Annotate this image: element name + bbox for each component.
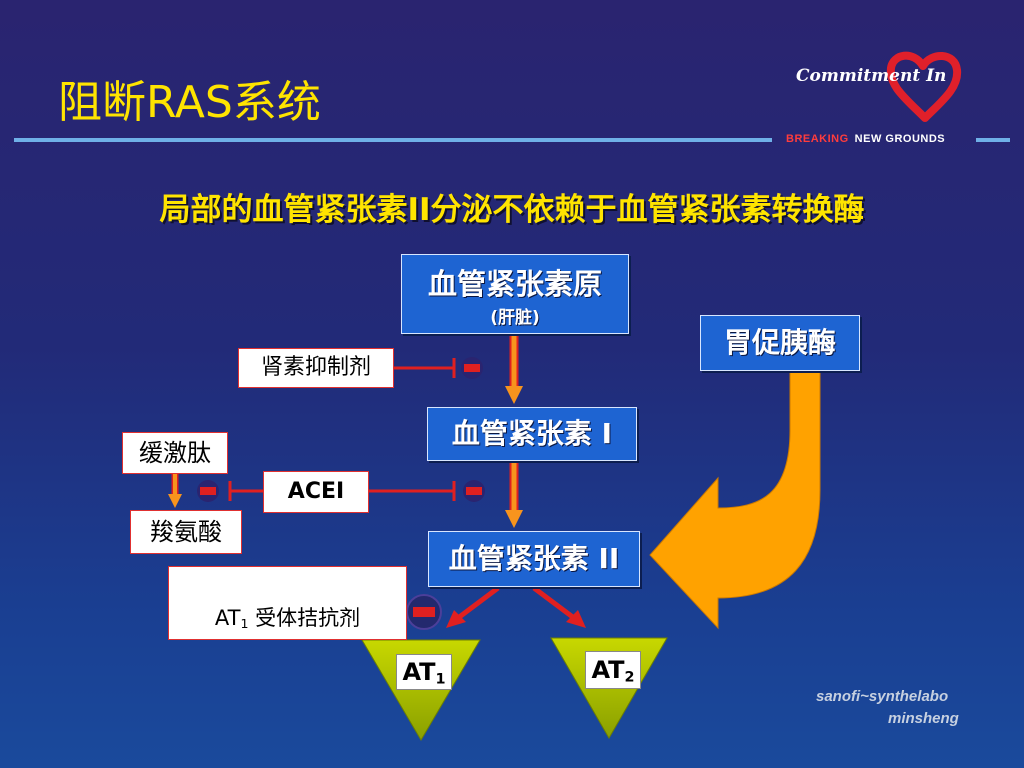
angiotensinogen-source: (肝脏): [490, 308, 540, 328]
chymase-label: 胃促胰酶: [723, 326, 836, 359]
chymase-box: 胃促胰酶: [700, 315, 860, 371]
commitment-logo-text: Commitment In: [796, 66, 947, 86]
bradykinin-label: 缓激肽: [139, 439, 211, 467]
chymase-curved-arrow: [649, 367, 821, 630]
header-divider-left: [14, 138, 772, 142]
at1-antagonist-box: AT1 受体拮抗剂: [168, 566, 407, 640]
at1-antagonist-rest: 受体拮抗剂: [248, 606, 361, 630]
at2-receptor-arrow: [532, 586, 586, 628]
angiotensinogen-box: 血管紧张素原 (肝脏): [401, 254, 629, 334]
at1-antagonist-subscript: 1: [240, 616, 249, 632]
tagline-breaking: BREAKING: [786, 133, 849, 145]
pathway-arrow-1: [505, 336, 523, 404]
slide-subtitle: 局部的血管紧张素II分泌不依赖于血管紧张素转换酶: [159, 192, 865, 228]
at2-receptor-subscript: 2: [624, 669, 635, 686]
renin-inhibition-line: [394, 358, 456, 378]
acei-inhibition-line-left: [228, 481, 263, 501]
header-divider-right: [976, 138, 1010, 142]
renin-inhibitor-label: 肾素抑制剂: [260, 355, 371, 380]
minus-icon-acei-right: [463, 480, 485, 502]
tagline: BREAKING NEW GROUNDS: [786, 133, 945, 145]
tagline-new-grounds: NEW GROUNDS: [854, 133, 946, 145]
heart-logo-icon: [886, 51, 962, 122]
acei-label: ACEI: [287, 479, 345, 504]
angiotensin-2-box: 血管紧张素 II: [428, 531, 640, 587]
carboxypeptide-box: 羧氨酸: [130, 510, 242, 554]
minus-icon-renin: [461, 357, 483, 379]
at1-receptor-subscript: 1: [435, 671, 446, 688]
acei-box: ACEI: [263, 471, 369, 513]
angiotensin-2-label: 血管紧张素 II: [448, 542, 620, 575]
at1-receptor-arrow: [446, 586, 500, 628]
bradykinin-arrow: [168, 474, 182, 508]
at1-receptor-label: AT1: [396, 654, 452, 690]
angiotensin-1-box: 血管紧张素 I: [427, 407, 637, 461]
carboxypeptide-label: 羧氨酸: [150, 518, 222, 546]
minus-icon-acei-left: [197, 480, 219, 502]
sponsor-logo-line1: sanofi~synthelabo: [816, 688, 949, 705]
minus-icon-at1: [406, 594, 442, 630]
at1-receptor-main: AT: [402, 658, 436, 686]
at2-receptor-main: AT: [591, 656, 625, 684]
angiotensinogen-label: 血管紧张素原: [427, 267, 602, 301]
at1-antagonist-main: AT: [214, 606, 241, 630]
sponsor-logo-line2: minsheng: [888, 710, 959, 727]
at2-receptor-label: AT2: [585, 651, 641, 689]
pathway-arrow-2: [505, 461, 523, 528]
slide-title: 阻断RAS系统: [58, 77, 321, 128]
bradykinin-box: 缓激肽: [122, 432, 228, 474]
angiotensin-1-label: 血管紧张素 I: [451, 417, 613, 450]
acei-inhibition-line-right: [368, 481, 456, 501]
at1-antagonist-label: AT1 受体拮抗剂: [169, 602, 406, 632]
renin-inhibitor-box: 肾素抑制剂: [238, 348, 394, 388]
